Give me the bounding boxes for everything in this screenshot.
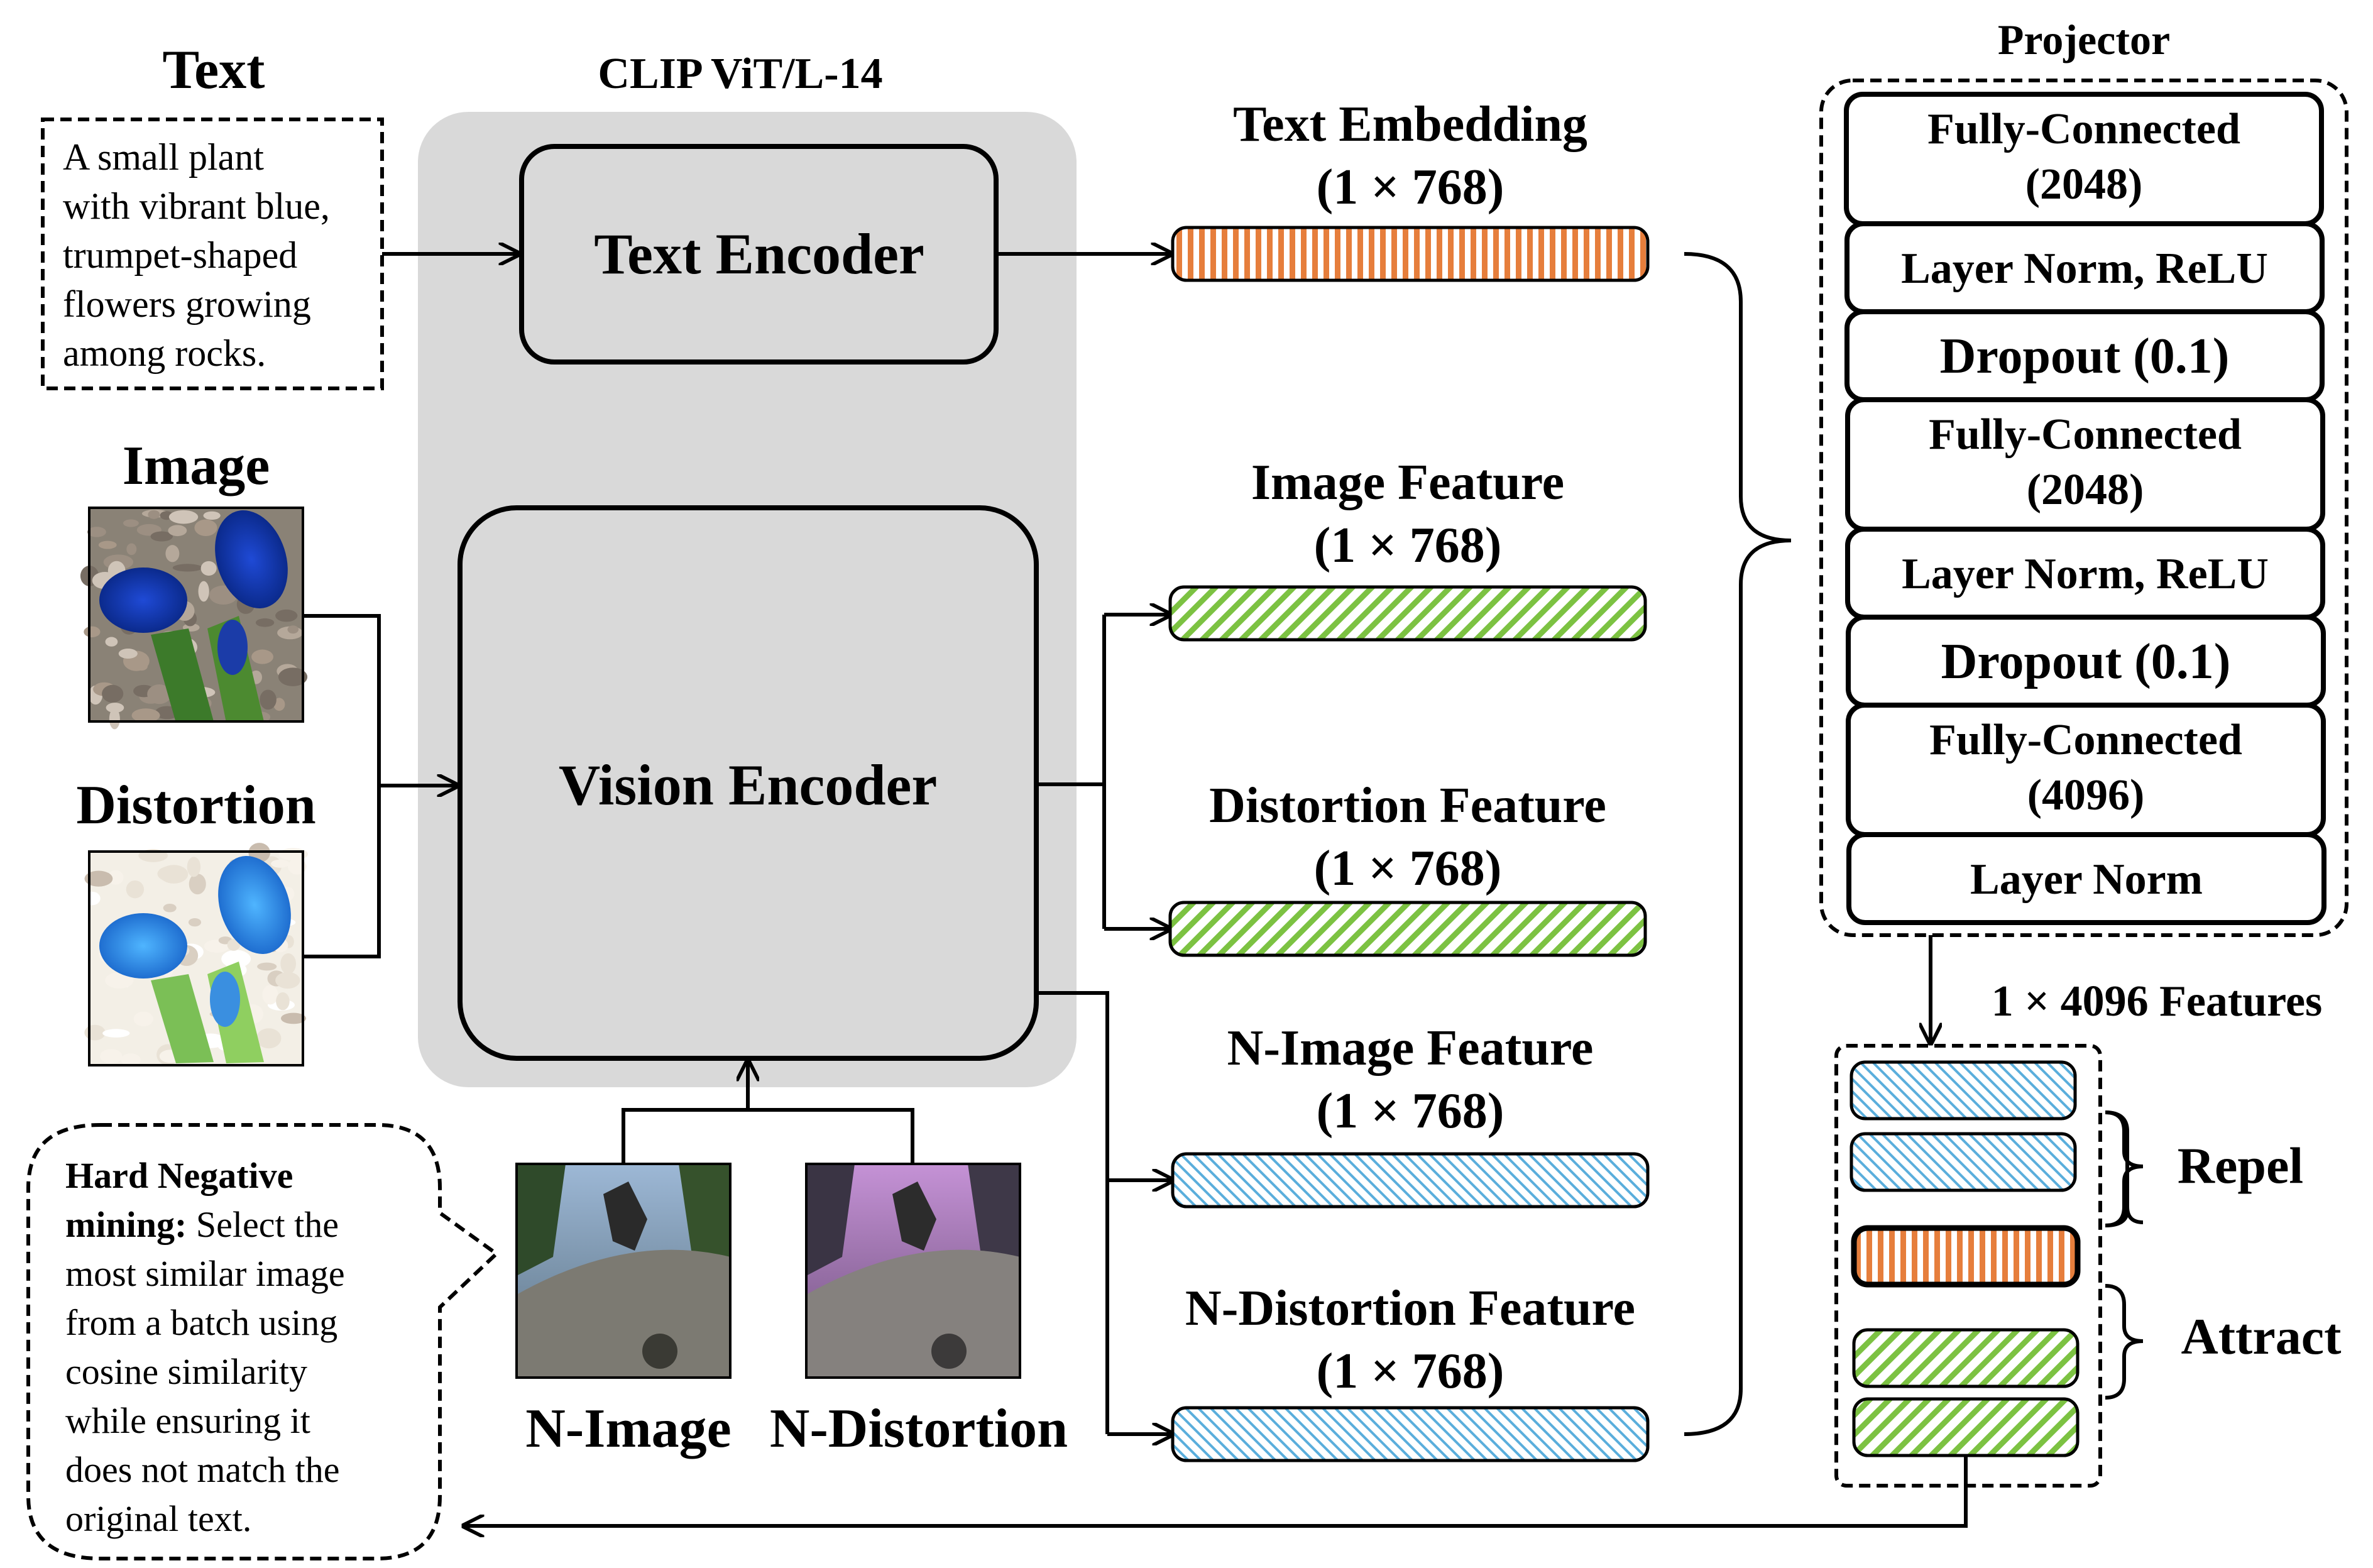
feature-dim: (1 × 768) [1317, 1344, 1504, 1399]
n-distortion-thumbnail [805, 1163, 1021, 1379]
feature-title: N-Distortion Feature [1185, 1281, 1635, 1336]
feature-bar-n-distortion [1171, 1406, 1650, 1462]
feature-bar-image [1168, 585, 1647, 642]
projector-layer-label: (4096) [2027, 771, 2145, 820]
output-bar-n-image [1850, 1060, 2077, 1121]
feature-title: Image Feature [1251, 455, 1564, 510]
text-input-title: Text [163, 40, 265, 101]
feature-dim: (1 × 768) [1314, 841, 1502, 896]
projector-layer-label: Dropout (0.1) [1941, 634, 2231, 689]
projector-layer-label: Layer Norm, ReLU [1902, 550, 2269, 598]
feature-bar-text [1171, 226, 1650, 282]
projector-stack: Fully-Connected (2048) Layer Norm, ReLU Dro… [1844, 92, 2326, 925]
distortion-input-title: Distortion [76, 775, 315, 836]
arrow-feedback-to-mining [464, 1456, 1968, 1526]
output-bar-image [1852, 1328, 2080, 1388]
distortion-thumbnail [84, 843, 308, 1066]
caption-line: with vibrant blue, [63, 185, 330, 227]
projector-layer-label: Dropout (0.1) [1940, 329, 2230, 384]
feature-text: Text Embedding (1 × 768) [1171, 97, 1650, 282]
projector-layer-label: Fully-Connected [1929, 716, 2242, 764]
vision-encoder-label: Vision Encoder [559, 753, 937, 817]
feature-dim: (1 × 768) [1314, 518, 1502, 573]
hard-negative-line: while ensuring it [65, 1400, 310, 1441]
projector-layer: Dropout (0.1) [1844, 309, 2325, 402]
connector-n-image [622, 1108, 914, 1164]
hard-negative-line: most similar image [65, 1253, 345, 1294]
attract-bracket-body [2105, 1284, 2144, 1400]
caption-line: among rocks. [63, 332, 266, 374]
feature-n-image: N-Image Feature (1 × 768) [1171, 1021, 1650, 1209]
projector-frame [1819, 79, 2348, 937]
feature-dim: (1 × 768) [1317, 1083, 1504, 1139]
image-thumbnail [80, 507, 308, 730]
projector-layer-label: Fully-Connected [1927, 105, 2240, 153]
projector-layer: Fully-Connected (2048) [1845, 397, 2325, 532]
repel-bracket-body [2105, 1110, 2144, 1227]
projector-layer: Layer Norm, ReLU [1845, 527, 2325, 620]
projector-layer: Dropout (0.1) [1846, 615, 2326, 708]
feature-bar-n-image [1171, 1152, 1650, 1209]
output-bar-text [1851, 1225, 2081, 1288]
text-caption-box [41, 118, 384, 390]
caption-line: trumpet-shaped [63, 234, 297, 276]
hard-negative-line: does not match the [65, 1449, 340, 1490]
projector-layer-label: Fully-Connected [1929, 410, 2242, 459]
output-bar-distortion [1852, 1397, 2080, 1457]
connector-vision-negatives [1036, 991, 1109, 1434]
n-distortion-label: N-Distortion [770, 1398, 1068, 1459]
image-input-title: Image [123, 436, 270, 496]
hard-negative-line: from a batch using [65, 1302, 337, 1343]
projector-layer: Layer Norm, ReLU [1844, 221, 2325, 314]
hard-negative-line: Hard Negative [65, 1155, 293, 1196]
hard-negative-line: mining: Select the [65, 1204, 339, 1245]
output-frame [1834, 1044, 2102, 1488]
feature-dim: (1 × 768) [1317, 160, 1504, 215]
output-features-label: 1 × 4096 Features [1992, 977, 2323, 1026]
feature-distortion: Distortion Feature (1 × 768) [1168, 778, 1647, 957]
projector-layer-label: (2048) [2027, 466, 2144, 514]
clip-title: CLIP ViT/L-14 [598, 50, 882, 98]
feature-image: Image Feature (1 × 768) [1168, 455, 1647, 642]
projector-layer-label: Layer Norm, ReLU [1901, 244, 2268, 293]
attract-label: Attract [2181, 1308, 2342, 1365]
connector-distortion [303, 786, 381, 958]
hard-negative-text: Hard Negative mining: Select the most simi… [65, 1155, 345, 1539]
projector-layer-label: Layer Norm [1970, 855, 2203, 904]
projector-layer: Fully-Connected (4096) [1846, 703, 2326, 837]
feature-column: Text Embedding (1 × 768) Image Feature (1 ×… [1168, 97, 1650, 1462]
hard-negative-line: original text. [65, 1498, 251, 1539]
n-image-thumbnail [515, 1163, 732, 1379]
feature-title: N-Image Feature [1227, 1021, 1594, 1076]
features-bracket [1684, 252, 1792, 1436]
caption-line: A small plant [63, 136, 264, 178]
hard-negative-bubble [26, 1123, 500, 1560]
projector-layer: Fully-Connected (2048) [1844, 92, 2324, 226]
feature-title: Text Embedding [1233, 97, 1587, 152]
n-image-label: N-Image [525, 1398, 731, 1459]
text-encoder-label: Text Encoder [594, 222, 924, 286]
text-caption: A small plant with vibrant blue, trumpet-s… [63, 136, 330, 374]
projector-layer: Layer Norm [1846, 832, 2326, 925]
connector-image [303, 614, 381, 786]
projector-layer-label: (2048) [2025, 160, 2143, 209]
repel-label: Repel [2178, 1137, 2303, 1194]
feature-n-distortion: N-Distortion Feature (1 × 768) [1171, 1281, 1650, 1462]
hard-negative-line: cosine similarity [65, 1351, 307, 1392]
projector-title: Projector [1998, 16, 2170, 63]
output-bar-n-distortion [1850, 1132, 2077, 1192]
caption-line: flowers growing [63, 283, 311, 325]
feature-title: Distortion Feature [1209, 778, 1606, 833]
feature-bar-distortion [1168, 901, 1647, 957]
